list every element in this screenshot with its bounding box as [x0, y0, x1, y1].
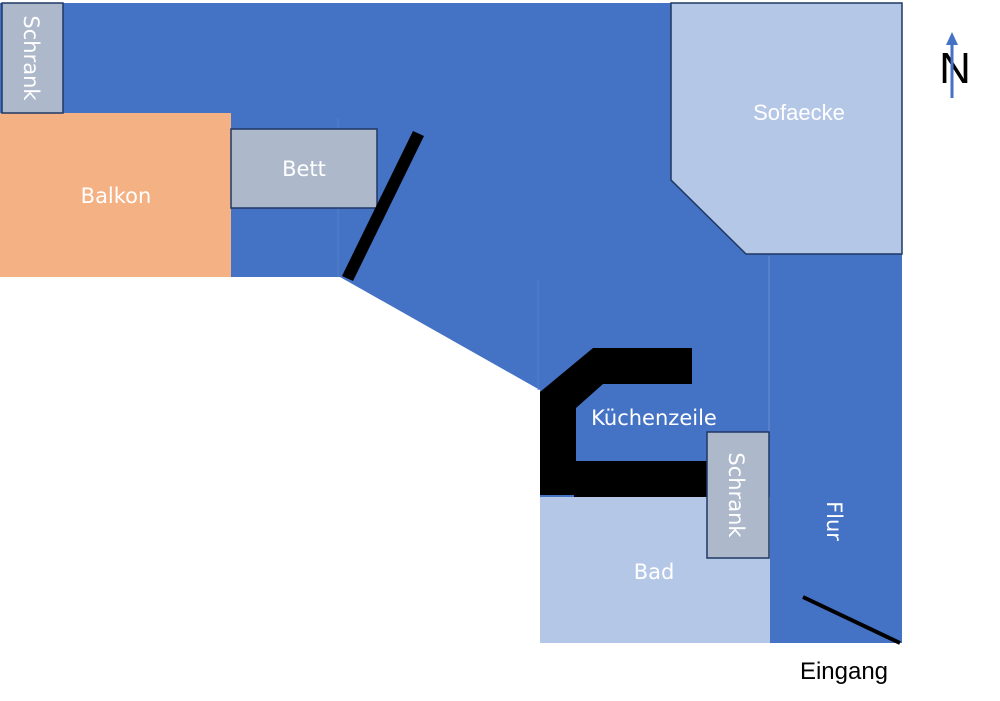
entrance-door [802, 595, 901, 645]
bed [230, 128, 378, 209]
balcony-area [0, 113, 231, 277]
wardrobe-kitchen [706, 431, 770, 559]
entrance-label: Eingang [800, 658, 888, 685]
hallway-label: Flur [822, 501, 846, 541]
bed-label: Bett [282, 157, 326, 181]
north-label: N [939, 44, 971, 93]
sofa-corner [670, 2, 903, 255]
balcony-label: Balkon [81, 184, 152, 208]
bedroom-door [342, 131, 424, 281]
wardrobe-northwest [1, 2, 64, 114]
wardrobe-northwest-label: Schrank [19, 15, 43, 101]
bathroom-label: Bad [634, 560, 675, 584]
kitchen-label: Küchenzeile [591, 406, 717, 430]
sofa-corner-label: Sofaecke [753, 100, 845, 125]
north-arrow-icon: N [939, 32, 971, 98]
kitchen-counter [540, 348, 707, 497]
wardrobe-kitchen-label: Schrank [724, 452, 748, 538]
